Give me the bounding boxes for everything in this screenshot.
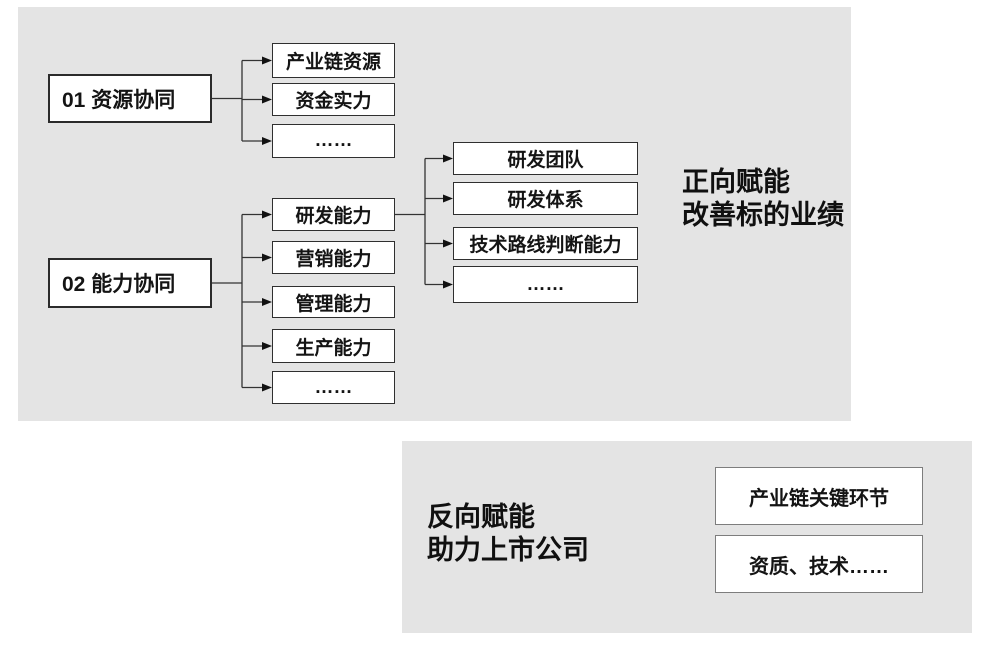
forward-title-line2: 改善标的业绩: [682, 200, 844, 230]
node-capital-strength: 资金实力: [272, 83, 395, 116]
node-resource-synergy: 01 资源协同: [48, 74, 212, 123]
node-marketing-capability: 营销能力: [272, 241, 395, 274]
node-tech-route-judgment: 技术路线判断能力: [453, 227, 638, 260]
node-industry-chain-resources: 产业链资源: [272, 43, 395, 78]
node-rd-team: 研发团队: [453, 142, 638, 175]
node-resource-ellipsis: ……: [272, 124, 395, 158]
node-rd-system: 研发体系: [453, 182, 638, 215]
node-capability-synergy: 02 能力协同: [48, 258, 212, 308]
node-production-capability: 生产能力: [272, 329, 395, 363]
forward-title-line1: 正向赋能: [682, 167, 790, 197]
node-management-capability: 管理能力: [272, 286, 395, 318]
reverse-title-line2: 助力上市公司: [427, 535, 589, 565]
node-qualifications-technology: 资质、技术……: [715, 535, 923, 593]
reverse-empowerment-title: 反向赋能 助力上市公司: [427, 501, 589, 567]
reverse-title-line1: 反向赋能: [427, 502, 535, 532]
node-capability-ellipsis: ……: [272, 371, 395, 404]
node-rd-ellipsis: ……: [453, 266, 638, 303]
node-industry-chain-key-links: 产业链关键环节: [715, 467, 923, 525]
node-rd-capability: 研发能力: [272, 198, 395, 231]
forward-empowerment-title: 正向赋能 改善标的业绩: [682, 166, 844, 232]
